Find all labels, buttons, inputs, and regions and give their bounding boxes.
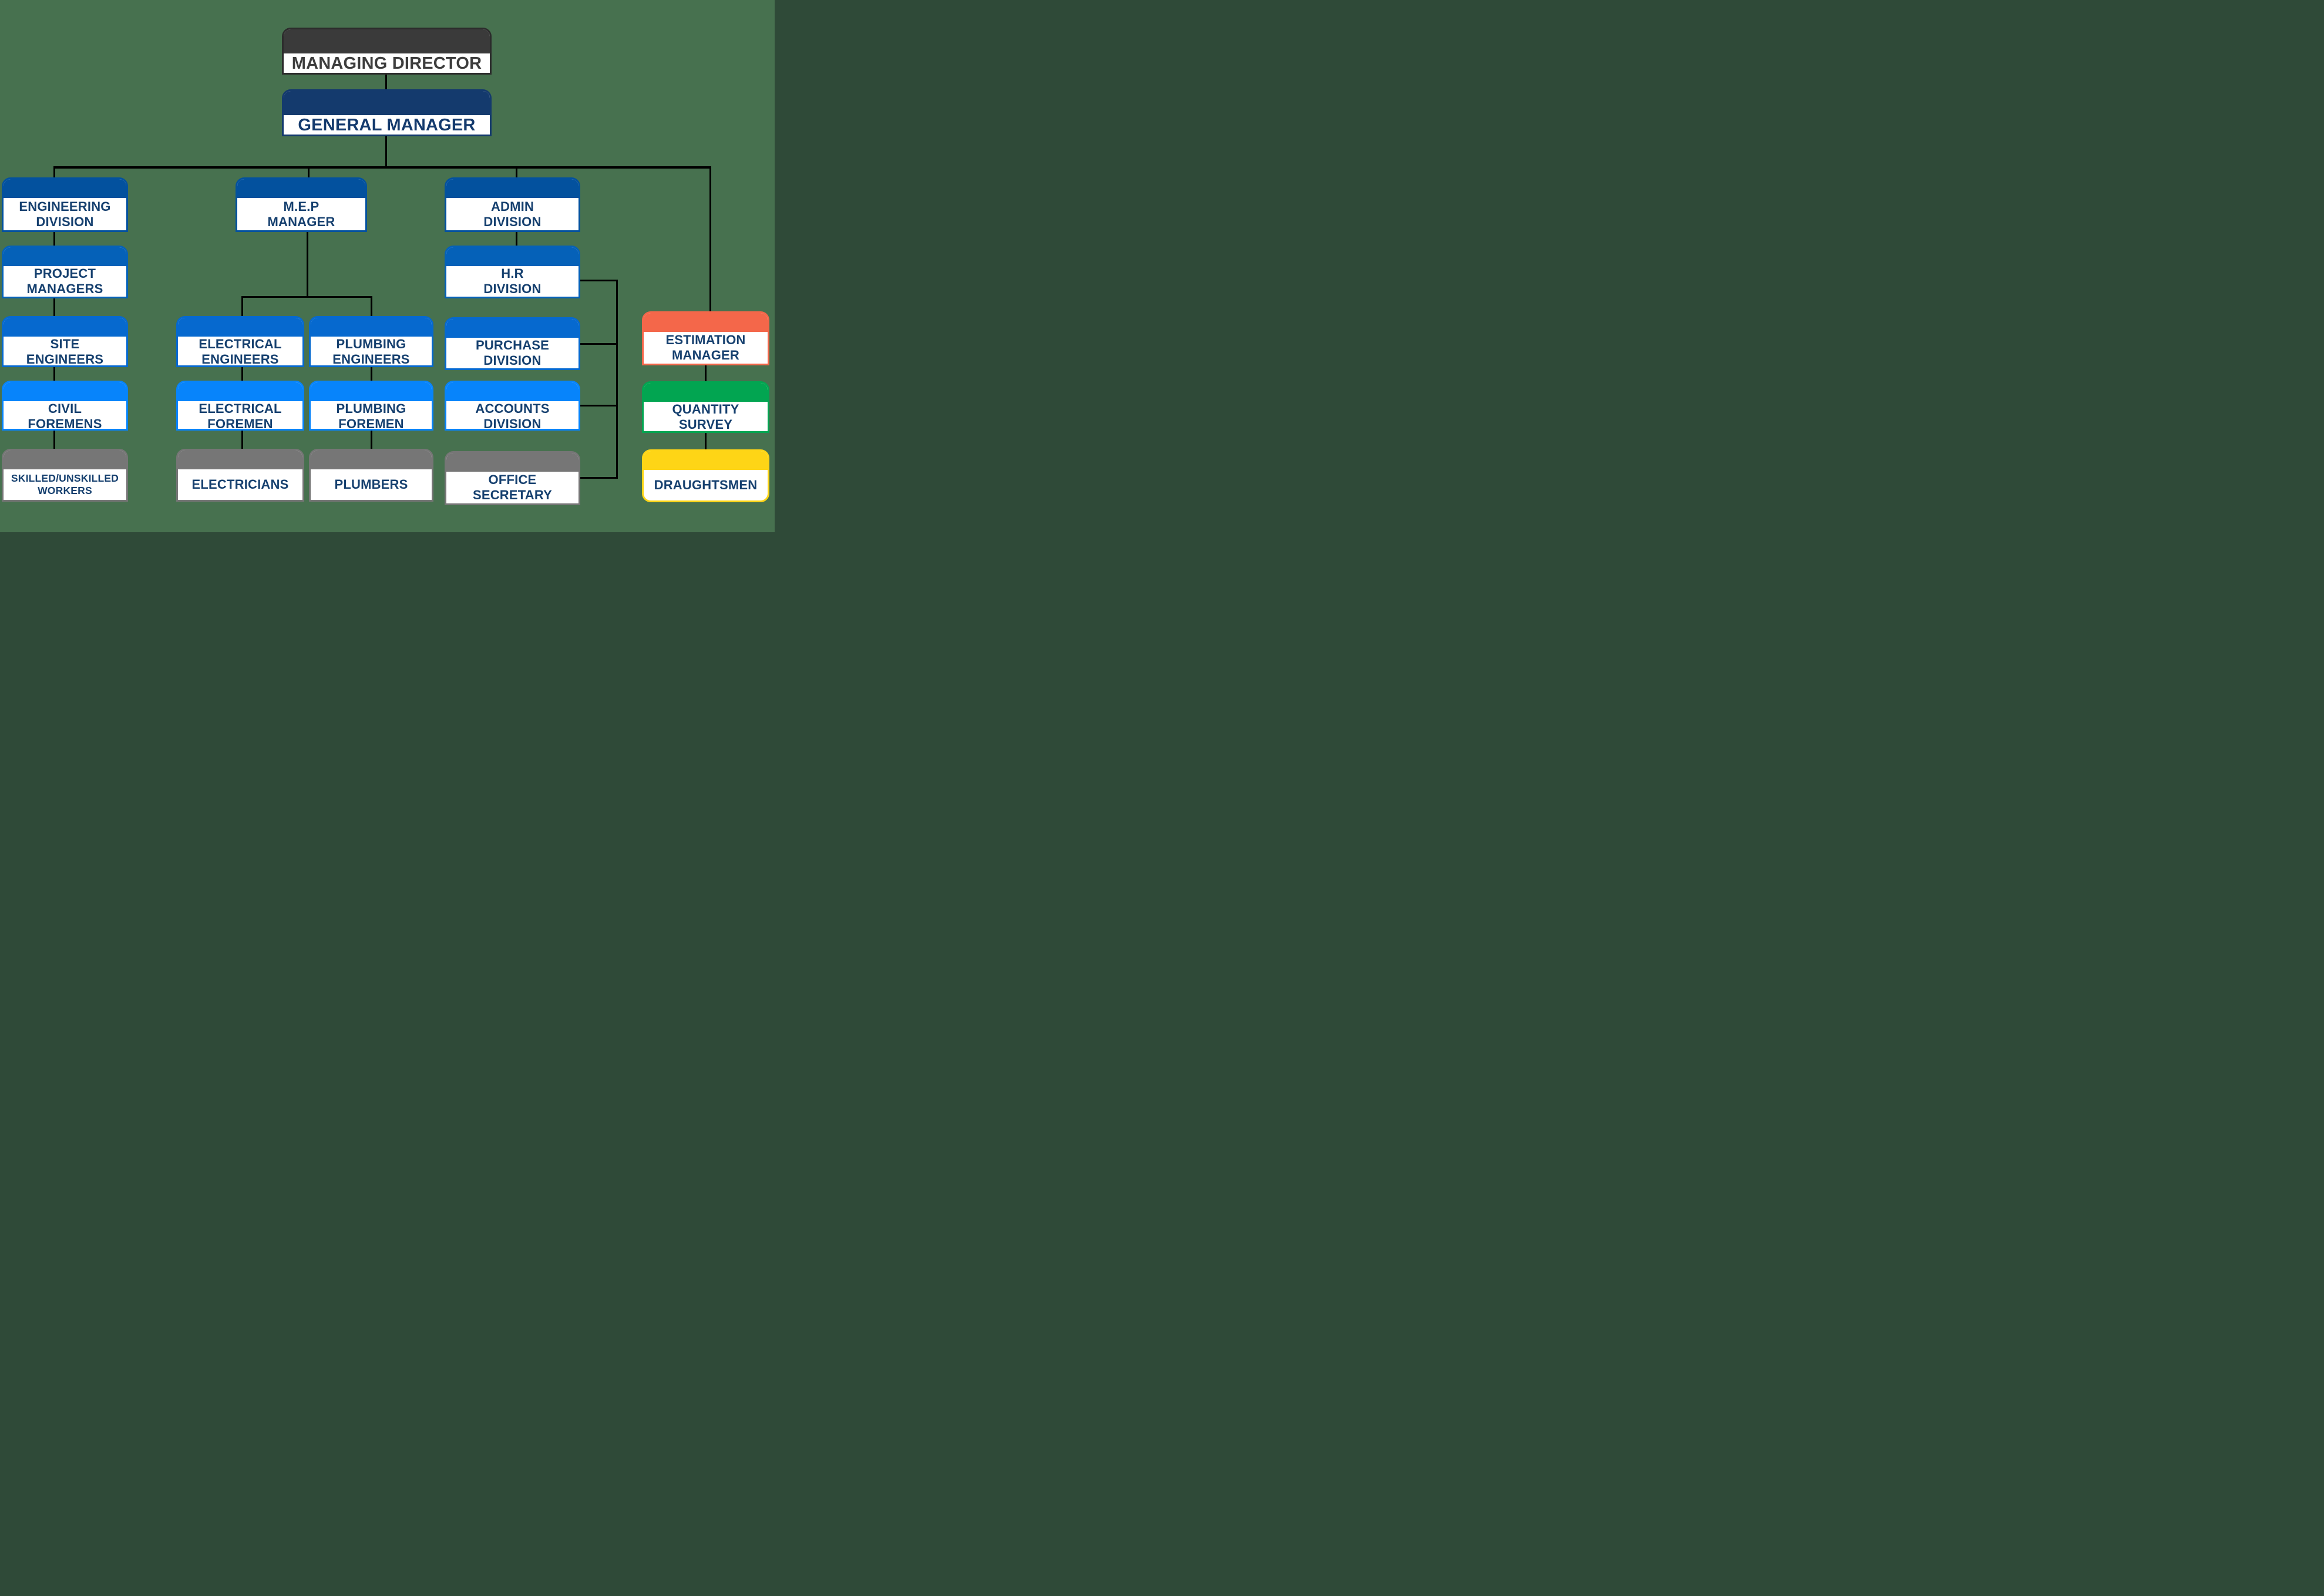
org-node-skilled-unskilled-workers: SKILLED/UNSKILLED WORKERS xyxy=(2,449,128,502)
org-node-mep-manager: M.E.P MANAGER xyxy=(236,177,367,232)
connector-md-gm xyxy=(385,74,387,90)
org-node-office-secretary: OFFICE SECRETARY xyxy=(445,451,580,505)
org-node-plumbers: PLUMBERS xyxy=(309,449,433,502)
node-header-bar xyxy=(4,318,126,337)
node-header-bar xyxy=(4,382,126,401)
connector-estimation-quantity xyxy=(705,365,707,381)
node-header-bar xyxy=(178,451,302,469)
connector-drop-mep xyxy=(308,169,310,178)
node-header-bar xyxy=(446,247,579,266)
org-node-quantity-survey: QUANTITY SURVEY xyxy=(642,381,769,433)
node-header-bar xyxy=(4,247,126,266)
org-node-electricians: ELECTRICIANS xyxy=(176,449,304,502)
connector-office-stub xyxy=(579,477,616,479)
connector-elec-foremen-electricians xyxy=(241,430,243,449)
connector-mep-horizontal xyxy=(241,296,372,298)
node-label: M.E.P MANAGER xyxy=(267,199,335,229)
node-header-bar xyxy=(284,29,490,53)
node-header-bar xyxy=(446,319,579,338)
org-node-draughtsmen: DRAUGHTSMEN xyxy=(642,449,769,502)
org-node-accounts-division: ACCOUNTS DIVISION xyxy=(445,381,580,431)
node-header-bar xyxy=(284,91,490,115)
node-label: PLUMBERS xyxy=(334,477,408,492)
node-label: ELECTRICIANS xyxy=(191,477,289,492)
node-label: ACCOUNTS DIVISION xyxy=(475,401,550,431)
org-node-managing-director: MANAGING DIRECTOR xyxy=(282,28,492,75)
node-label: CIVIL FOREMENS xyxy=(28,401,102,431)
node-header-bar xyxy=(178,318,302,337)
node-label: ENGINEERING DIVISION xyxy=(19,199,111,229)
connector-mep-drop xyxy=(307,231,308,298)
connector-elec-eng-foremen xyxy=(241,367,243,381)
connector-site-civil xyxy=(53,367,55,381)
node-header-bar xyxy=(644,383,768,402)
node-header-bar xyxy=(311,451,432,469)
connector-plumb-eng-drop xyxy=(371,296,372,317)
org-node-electrical-engineers: ELECTRICAL ENGINEERS xyxy=(176,316,304,367)
connector-plumb-eng-foremen xyxy=(371,367,372,381)
connector-drop-admin xyxy=(516,169,517,178)
node-label: MANAGING DIRECTOR xyxy=(291,54,482,73)
org-node-admin-division: ADMIN DIVISION xyxy=(445,177,580,232)
node-label: SKILLED/UNSKILLED WORKERS xyxy=(11,472,119,496)
node-label: H.R DIVISION xyxy=(483,266,542,296)
node-label: PLUMBING FOREMEN xyxy=(336,401,406,431)
node-label: OFFICE SECRETARY xyxy=(472,472,553,502)
connector-plumb-foremen-plumbers xyxy=(371,430,372,449)
node-label: PLUMBING ENGINEERS xyxy=(332,337,410,367)
node-header-bar xyxy=(644,313,768,332)
node-header-bar xyxy=(4,179,126,198)
connector-civil-skilled xyxy=(53,430,55,449)
connector-main-horizontal xyxy=(53,166,711,169)
org-node-plumbing-foremen: PLUMBING FOREMEN xyxy=(309,381,433,431)
org-node-hr-division: H.R DIVISION xyxy=(445,246,580,298)
connector-hr-stub xyxy=(579,280,618,281)
node-header-bar xyxy=(237,179,365,198)
node-label: ADMIN DIVISION xyxy=(483,199,542,229)
node-label: ELECTRICAL ENGINEERS xyxy=(199,337,282,367)
connector-accounts-stub xyxy=(579,405,616,406)
org-node-general-manager: GENERAL MANAGER xyxy=(282,89,492,136)
org-node-estimation-manager: ESTIMATION MANAGER xyxy=(642,311,769,365)
connector-proj-site xyxy=(53,298,55,317)
node-label: QUANTITY SURVEY xyxy=(672,402,739,432)
node-header-bar xyxy=(446,179,579,198)
node-label: PURCHASE DIVISION xyxy=(475,338,550,368)
node-label: ESTIMATION MANAGER xyxy=(665,332,746,362)
org-node-electrical-foremen: ELECTRICAL FOREMEN xyxy=(176,381,304,431)
org-node-project-managers: PROJECT MANAGERS xyxy=(2,246,128,298)
node-label: GENERAL MANAGER xyxy=(298,116,476,135)
node-label: SITE ENGINEERS xyxy=(26,337,104,367)
connector-admin-spine xyxy=(616,280,618,479)
org-chart-canvas: MANAGING DIRECTOR GENERAL MANAGER ENGINE… xyxy=(0,0,775,532)
connector-eng-div-proj xyxy=(53,231,55,246)
node-header-bar xyxy=(446,453,579,472)
connector-quantity-draughtsmen xyxy=(705,433,707,449)
connector-purchase-stub xyxy=(579,343,616,345)
node-label: PROJECT MANAGERS xyxy=(26,266,103,296)
node-header-bar xyxy=(4,451,126,469)
org-node-engineering-division: ENGINEERING DIVISION xyxy=(2,177,128,232)
org-node-civil-foremens: CIVIL FOREMENS xyxy=(2,381,128,431)
node-header-bar xyxy=(311,382,432,401)
node-header-bar xyxy=(446,382,579,401)
org-node-purchase-division: PURCHASE DIVISION xyxy=(445,317,580,370)
org-node-plumbing-engineers: PLUMBING ENGINEERS xyxy=(309,316,433,367)
connector-elec-eng-drop xyxy=(241,296,243,317)
node-label: ELECTRICAL FOREMEN xyxy=(199,401,282,431)
org-node-site-engineers: SITE ENGINEERS xyxy=(2,316,128,367)
node-header-bar xyxy=(644,451,768,470)
node-header-bar xyxy=(178,382,302,401)
node-label: DRAUGHTSMEN xyxy=(654,478,758,493)
connector-gm-drop xyxy=(385,136,387,167)
node-header-bar xyxy=(311,318,432,337)
connector-drop-estimation xyxy=(709,169,711,312)
connector-drop-engineering xyxy=(53,169,55,178)
connector-admin-hr xyxy=(516,231,517,246)
